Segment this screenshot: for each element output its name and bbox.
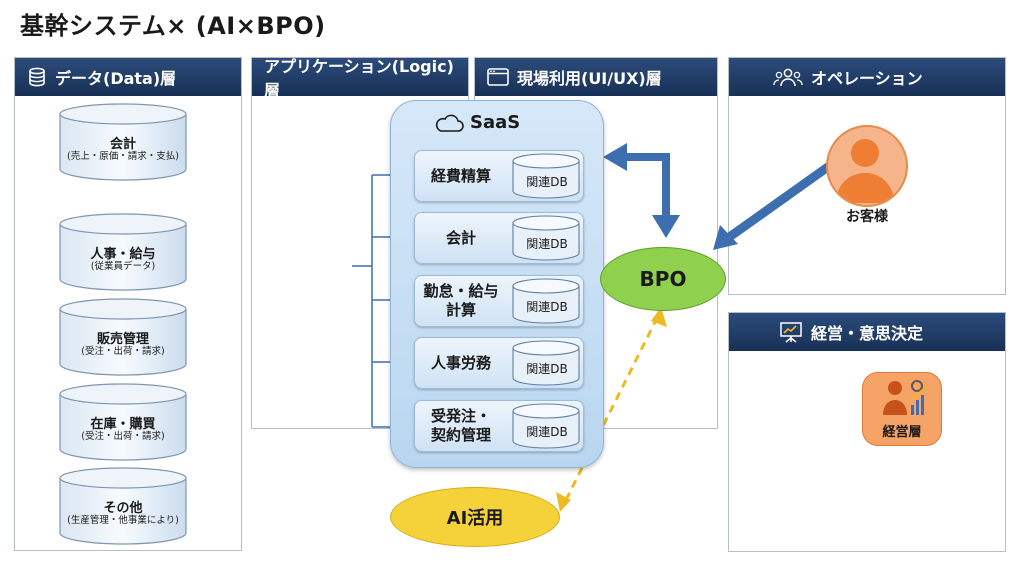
module-label: 受発注・ 契約管理	[430, 407, 491, 444]
window-icon	[487, 68, 509, 86]
ai-node: AI活用	[390, 487, 560, 547]
saas-module: 会計 関連DB	[414, 212, 584, 264]
cylinder-sublabel: (売上・原価・請求・支払)	[67, 151, 179, 162]
database-cylinder: 販売管理(受注・出荷・請求)	[58, 298, 188, 376]
cylinder-sublabel: (受注・出荷・請求)	[81, 431, 165, 442]
related-db-label: 関連DB	[526, 425, 568, 439]
customer-avatar	[826, 125, 908, 207]
saas-module: 経費精算 関連DB	[414, 150, 584, 202]
executive-chart-icon	[883, 380, 928, 415]
app-layer-title: アプリケーション(Logic)層	[264, 57, 454, 100]
management-header: 経営・意思決定	[729, 313, 1005, 351]
cylinder-label: 人事・給与	[90, 247, 156, 262]
app-layer-header: アプリケーション(Logic)層	[252, 57, 468, 100]
related-db-label: 関連DB	[526, 362, 568, 376]
related-db-icon	[512, 340, 580, 386]
cylinder-label: 在庫・購買	[90, 417, 156, 432]
team-icon	[773, 67, 803, 87]
management-label: 経営層	[882, 425, 922, 440]
cloud-icon	[434, 113, 464, 133]
cylinder-label: その他	[103, 501, 143, 516]
management-title: 経営・意思決定	[811, 324, 924, 343]
cylinder-sublabel: (従業員データ)	[90, 261, 156, 272]
related-db-label: 関連DB	[526, 175, 568, 189]
cylinder-label: 会計	[109, 137, 136, 152]
operation-header: オペレーション	[729, 58, 1005, 96]
module-label: 経費精算	[430, 166, 491, 185]
field-layer-header: 現場利用(UI/UX)層	[475, 58, 717, 96]
cylinder-label: 販売管理	[96, 332, 149, 347]
saas-module: 勤怠・給与 計算 関連DB	[414, 275, 584, 327]
saas-module: 人事労務 関連DB	[414, 337, 584, 389]
related-db-icon	[512, 403, 580, 449]
database-cylinder: 会計(売上・原価・請求・支払)	[58, 103, 188, 181]
related-db-icon	[512, 153, 580, 199]
saas-module: 受発注・ 契約管理 関連DB	[414, 400, 584, 452]
database-cylinder: 在庫・購買(受注・出荷・請求)	[58, 383, 188, 461]
customer-label: お客様	[846, 209, 888, 225]
related-db-label: 関連DB	[526, 300, 568, 314]
ai-label: AI活用	[446, 508, 504, 529]
database-icon	[27, 67, 47, 87]
operation-title: オペレーション	[811, 69, 923, 88]
cylinder-sublabel: (生産管理・他事業により)	[67, 515, 179, 526]
bpo-label: BPO	[639, 267, 687, 291]
data-layer-header: データ(Data)層	[15, 58, 241, 96]
database-cylinder: 人事・給与(従業員データ)	[58, 213, 188, 291]
cylinder-sublabel: (受注・出荷・請求)	[81, 346, 165, 357]
data-layer-title: データ(Data)層	[55, 69, 177, 88]
saas-title: SaaS	[435, 112, 520, 133]
field-layer-title: 現場利用(UI/UX)層	[517, 69, 662, 88]
presentation-icon	[779, 321, 803, 343]
related-db-icon	[512, 215, 580, 261]
module-label: 勤怠・給与 計算	[423, 282, 499, 319]
management-badge: 経営層	[862, 372, 942, 446]
page-title: 基幹システム× (AI×BPO)	[20, 12, 326, 40]
related-db-icon	[512, 278, 580, 324]
database-cylinder: その他(生産管理・他事業により)	[58, 467, 188, 545]
bpo-node: BPO	[600, 247, 726, 311]
related-db-label: 関連DB	[526, 237, 568, 251]
module-label: 人事労務	[430, 353, 491, 372]
person-icon	[836, 139, 894, 203]
module-label: 会計	[445, 228, 476, 247]
